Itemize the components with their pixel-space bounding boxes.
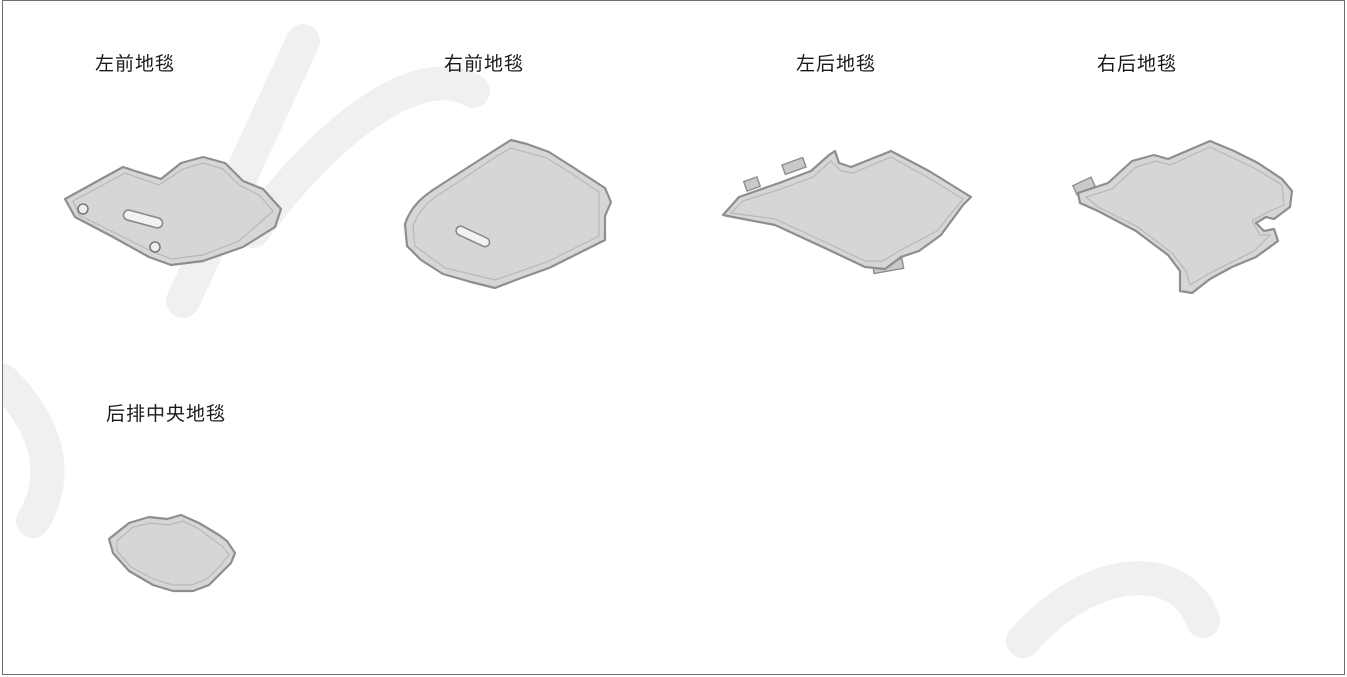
label-right-rear-mat: 右后地毯 <box>1097 53 1178 75</box>
label-right-front-mat: 右前地毯 <box>444 53 525 75</box>
right-rear-floor-mat-icon <box>1071 139 1294 295</box>
label-rear-center-mat: 后排中央地毯 <box>106 403 227 425</box>
label-left-front-mat: 左前地毯 <box>95 53 176 75</box>
left-rear-floor-mat-icon <box>721 149 973 275</box>
label-left-rear-mat: 左后地毯 <box>796 53 877 75</box>
right-front-floor-mat-icon <box>403 138 613 290</box>
rear-center-floor-mat-icon <box>107 513 237 593</box>
left-front-floor-mat-icon <box>63 155 283 267</box>
